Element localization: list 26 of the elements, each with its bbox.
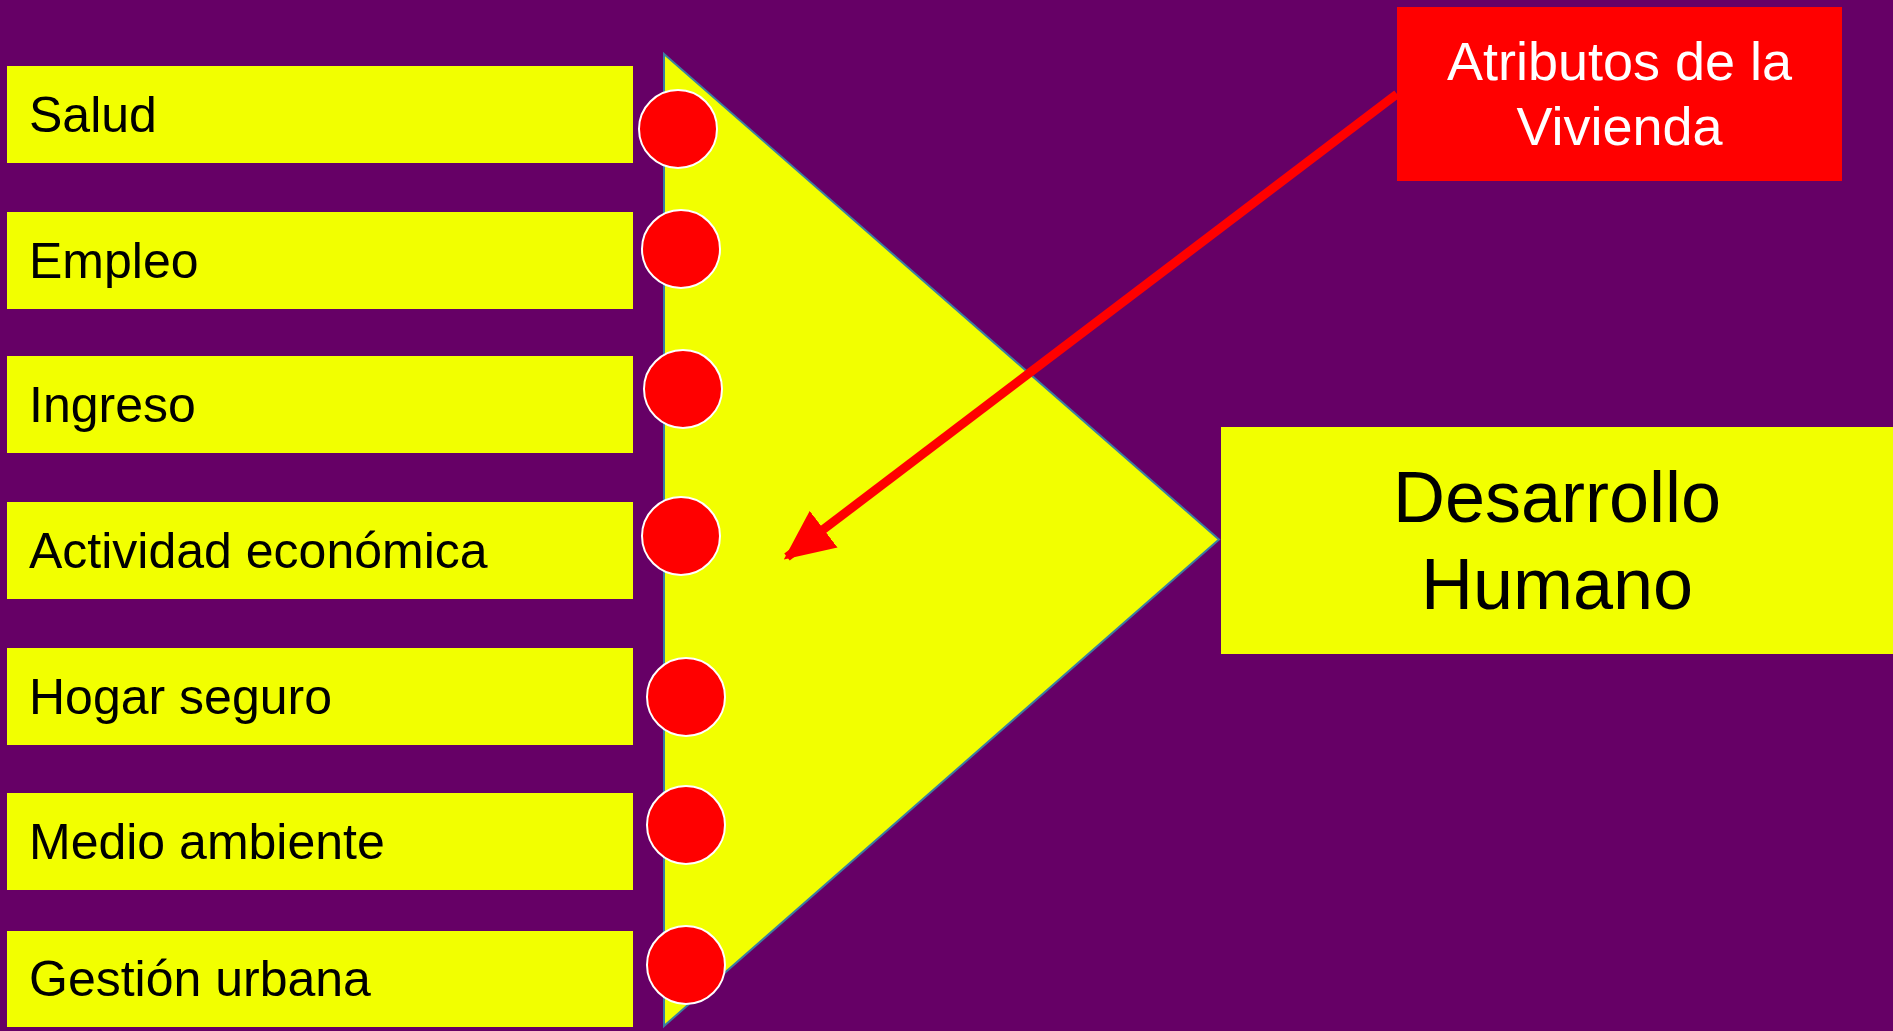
box-label: Salud [29,85,157,145]
dot-marker [643,349,723,429]
factor-box [7,931,633,1027]
box-label: Actividad económica [29,521,488,581]
dot-marker [646,657,726,737]
factor-box [7,212,633,309]
box-label: Gestión urbana [29,950,371,1009]
dot-marker [646,785,726,865]
factor-box [7,648,633,745]
factor-box [7,356,633,453]
factor-box [7,502,633,599]
dot-marker [641,496,721,576]
dot-marker [646,925,726,1005]
box-label: Desarrollo Humano [1391,456,1723,626]
box-label: Hogar seguro [29,667,332,727]
box-label: Empleo [29,231,199,291]
dot-marker [638,89,718,169]
box-label: Medio ambiente [29,812,385,872]
arrow [783,90,1400,561]
attribute-box [1397,7,1842,181]
factor-box [7,66,633,163]
factor-box [7,793,633,890]
dot-marker [641,209,721,289]
box-label: Atributos de la Vivienda [1445,30,1794,158]
result-box [1221,427,1893,654]
box-label: Ingreso [29,375,196,435]
